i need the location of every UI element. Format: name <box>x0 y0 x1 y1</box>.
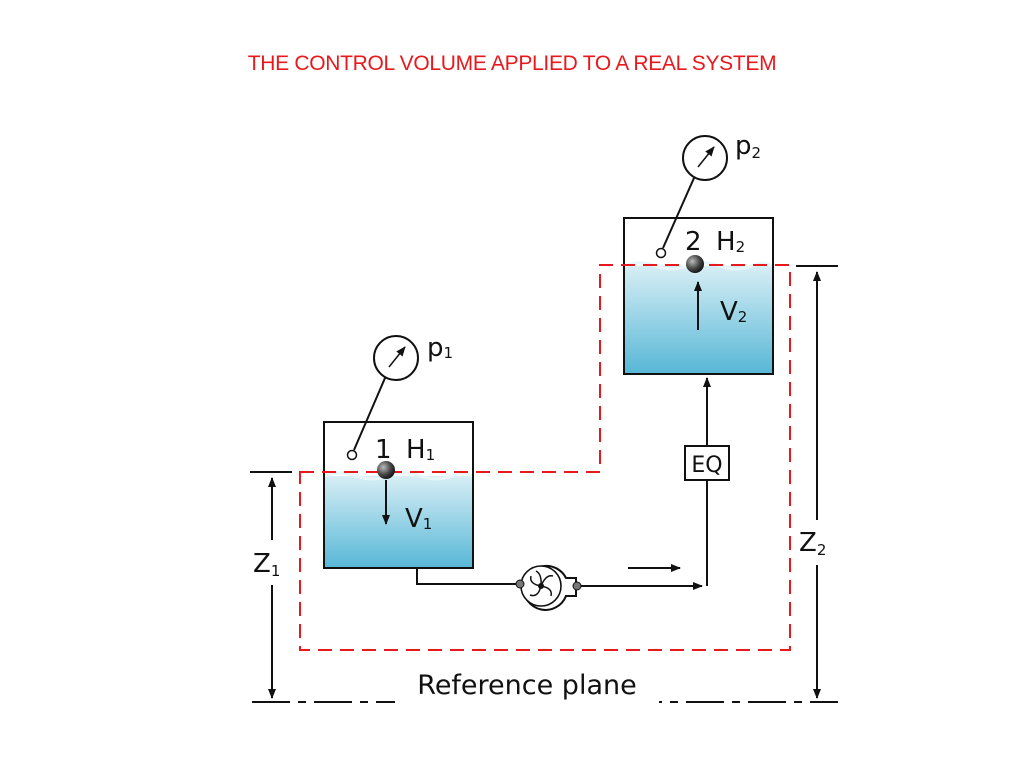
tank-2-number: 2 <box>685 227 702 257</box>
elevation-z1-label: Z1 <box>253 549 280 580</box>
pump-icon <box>515 564 582 611</box>
tank-2-head: H2 <box>716 227 745 257</box>
tank-1-number: 1 <box>375 435 392 465</box>
equipment-box: EQ <box>684 445 730 481</box>
fluid-particle-2 <box>686 255 704 273</box>
gauge-2-label: p2 <box>735 131 761 162</box>
tank-2-velocity: V2 <box>720 297 747 327</box>
elevation-z2-label: Z2 <box>799 528 826 559</box>
pressure-gauge-icon <box>655 135 728 259</box>
elevation-z2-dimension <box>796 265 838 699</box>
fluid-particle-1 <box>377 461 395 479</box>
tank-1-head: H1 <box>406 435 435 465</box>
piping <box>416 377 711 590</box>
gauge-1-label: p1 <box>427 333 453 363</box>
tank-1 <box>323 421 474 569</box>
slide-title: THE CONTROL VOLUME APPLIED TO A REAL SYS… <box>247 52 777 75</box>
reference-plane-label: Reference plane <box>417 670 636 701</box>
control-volume-outline <box>299 264 791 651</box>
equipment-label: EQ <box>691 453 722 478</box>
tank-1-velocity: V1 <box>405 504 432 534</box>
pressure-gauge-icon <box>346 335 419 461</box>
elevation-z1-dimension <box>250 471 292 699</box>
